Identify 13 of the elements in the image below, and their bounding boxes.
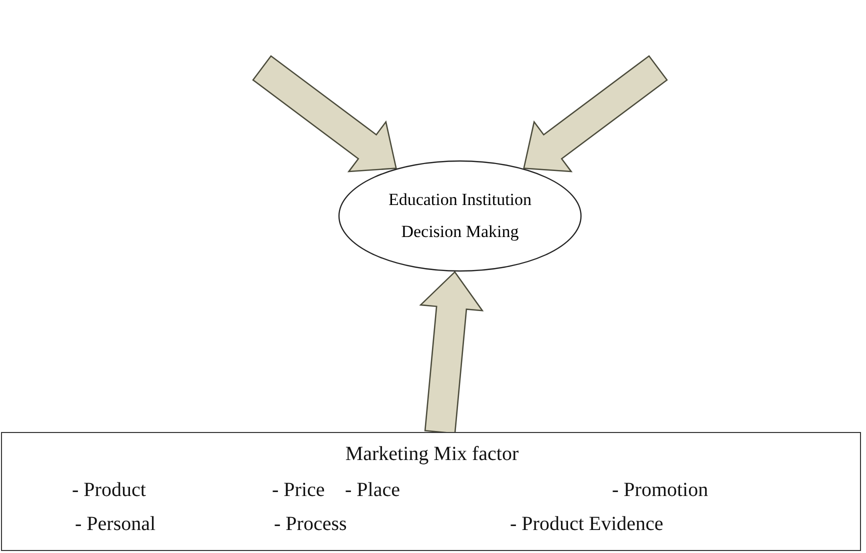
list-item: - Process [274, 513, 347, 536]
list-item: - Price [272, 479, 325, 502]
block-arrow [523, 55, 668, 172]
box-heading: Marketing Mix factor [345, 443, 519, 466]
list-item: - Product [72, 479, 146, 502]
list-item: - Product Evidence [510, 513, 664, 536]
list-item: - Personal [75, 513, 156, 536]
list-item: - Promotion [612, 479, 708, 502]
block-arrow [419, 270, 484, 434]
list-item: - Place [345, 479, 400, 502]
node-text: Education Institution Decision Making [387, 189, 533, 243]
block-arrow [252, 55, 397, 172]
factor-box [1, 432, 861, 551]
